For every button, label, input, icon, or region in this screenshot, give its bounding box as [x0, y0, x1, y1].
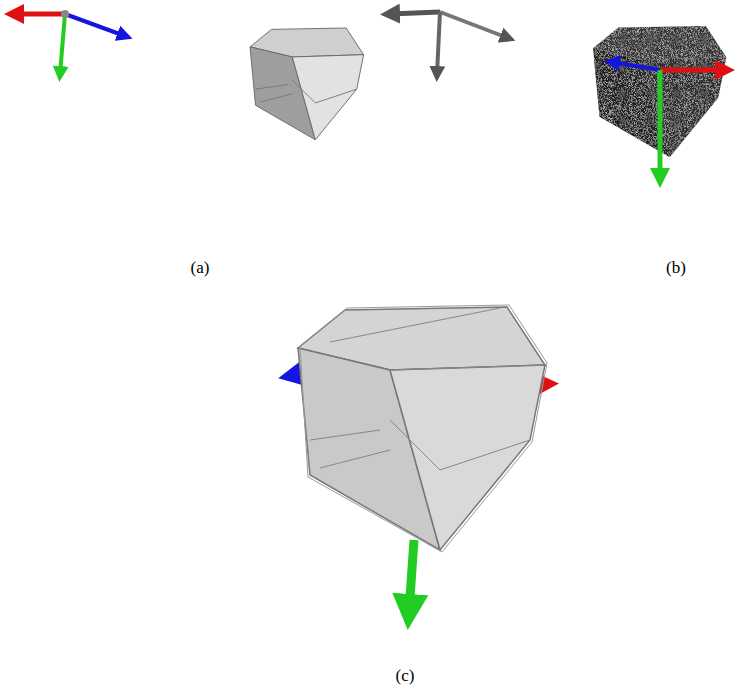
mesh-model: [250, 28, 364, 140]
panel-label: (c): [396, 666, 415, 686]
axes-frame: [14, 10, 125, 74]
axes-frame: [390, 12, 508, 74]
panel-label: (b): [666, 258, 686, 278]
panel-label: (a): [191, 258, 210, 278]
aligned-overlay: [290, 305, 547, 612]
point-cloud: [593, 26, 726, 178]
